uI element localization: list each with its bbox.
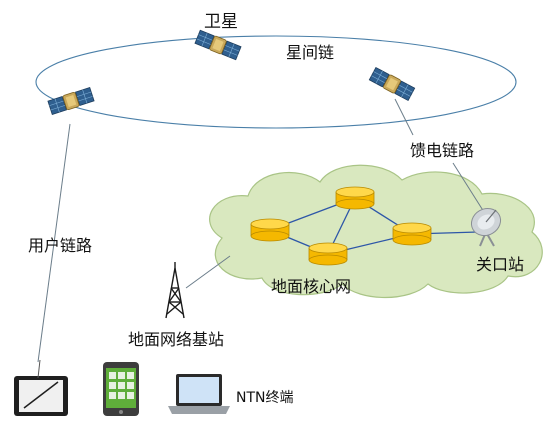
satellite-label: 卫星 bbox=[204, 12, 238, 32]
ground-core-network-label: 地面核心网 bbox=[271, 277, 351, 296]
network-node bbox=[335, 186, 375, 210]
satellite-icon bbox=[368, 66, 416, 102]
network-node bbox=[250, 218, 290, 242]
laptop-icon bbox=[168, 374, 230, 414]
inter-satellite-link-label: 星间链 bbox=[286, 43, 334, 62]
ground-base-station-label: 地面网络基站 bbox=[128, 330, 224, 349]
ntn-terminal-label: NTN终端 bbox=[236, 390, 294, 406]
satellite-dish-icon bbox=[470, 207, 502, 247]
cell-tower-icon bbox=[165, 262, 185, 319]
satellite-icon bbox=[194, 29, 242, 61]
satellite-orbit bbox=[35, 35, 517, 129]
network-node bbox=[308, 242, 348, 266]
smartphone-icon bbox=[103, 362, 139, 416]
feeder-link-label: 馈电链路 bbox=[410, 141, 474, 160]
gateway-label: 关口站 bbox=[476, 255, 524, 274]
tablet-icon bbox=[14, 359, 68, 416]
radio-links bbox=[37, 98, 485, 363]
ground-core-network-cloud bbox=[209, 164, 543, 298]
network-node bbox=[392, 222, 432, 246]
user-link-label: 用户链路 bbox=[28, 236, 92, 255]
